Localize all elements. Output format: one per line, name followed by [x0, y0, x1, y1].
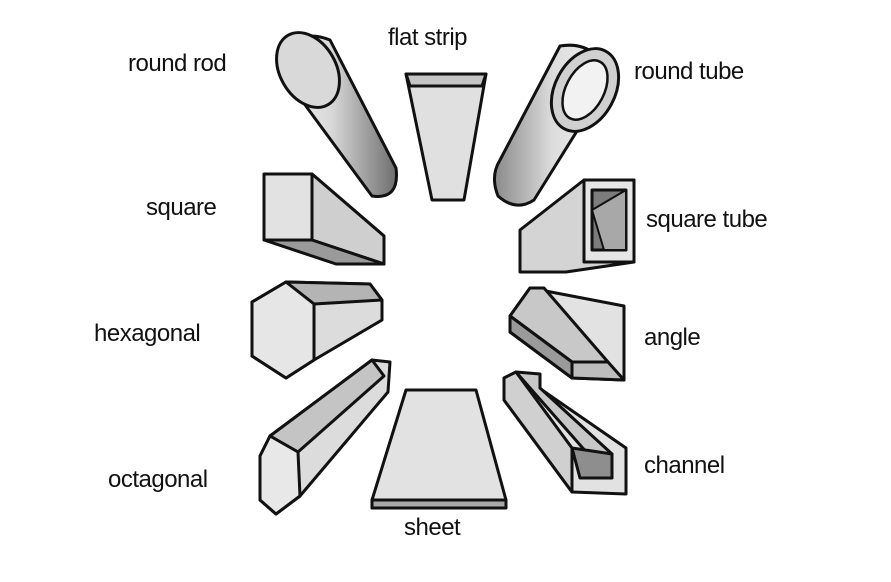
label-round-rod: round rod — [128, 50, 227, 77]
label-flat-strip: flat strip — [388, 24, 468, 51]
flat-strip-shape — [404, 72, 488, 202]
label-square-tube: square tube — [646, 206, 768, 233]
angle-shape — [508, 286, 626, 382]
label-sheet: sheet — [404, 514, 461, 541]
square-shape — [262, 172, 386, 266]
octagonal-shape — [258, 358, 392, 516]
channel-shape — [502, 370, 628, 496]
label-round-tube: round tube — [634, 58, 744, 85]
label-angle: angle — [644, 324, 701, 351]
label-octagonal: octagonal — [108, 466, 208, 493]
label-hexagonal: hexagonal — [94, 320, 201, 347]
round-tube-shape — [493, 43, 621, 207]
round-rod-shape — [275, 31, 398, 198]
sheet-shape — [370, 388, 508, 510]
label-square: square — [146, 194, 217, 221]
square-tube-shape — [518, 178, 636, 274]
label-channel: channel — [644, 452, 725, 479]
hexagonal-shape — [250, 280, 384, 380]
